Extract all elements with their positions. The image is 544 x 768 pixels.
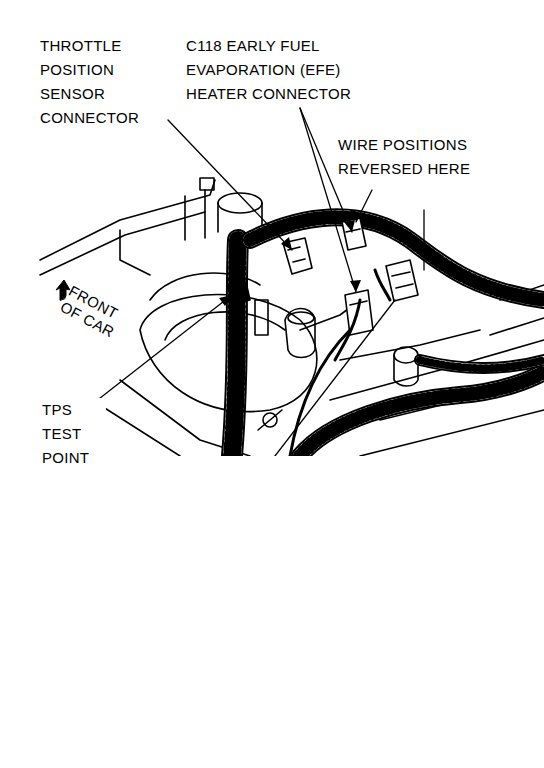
callout-label: FRONT OF CAR (57, 282, 136, 347)
callout-label: THROTTLE POSITION SENSOR CONNECTOR (40, 34, 160, 130)
callout-label: WIRE POSITIONS REVERSED HERE (336, 133, 515, 181)
callout-label: TPS TEST POINT (40, 398, 106, 470)
leader-arrowheads (281, 210, 362, 292)
callout-label: C118 EARLY FUEL EVAPORATION (EFE) HEATER… (186, 34, 386, 106)
engine-body (40, 178, 544, 456)
wiring-harness (232, 217, 544, 456)
tps-arrowhead (219, 295, 232, 306)
connector-bodies (228, 218, 418, 335)
